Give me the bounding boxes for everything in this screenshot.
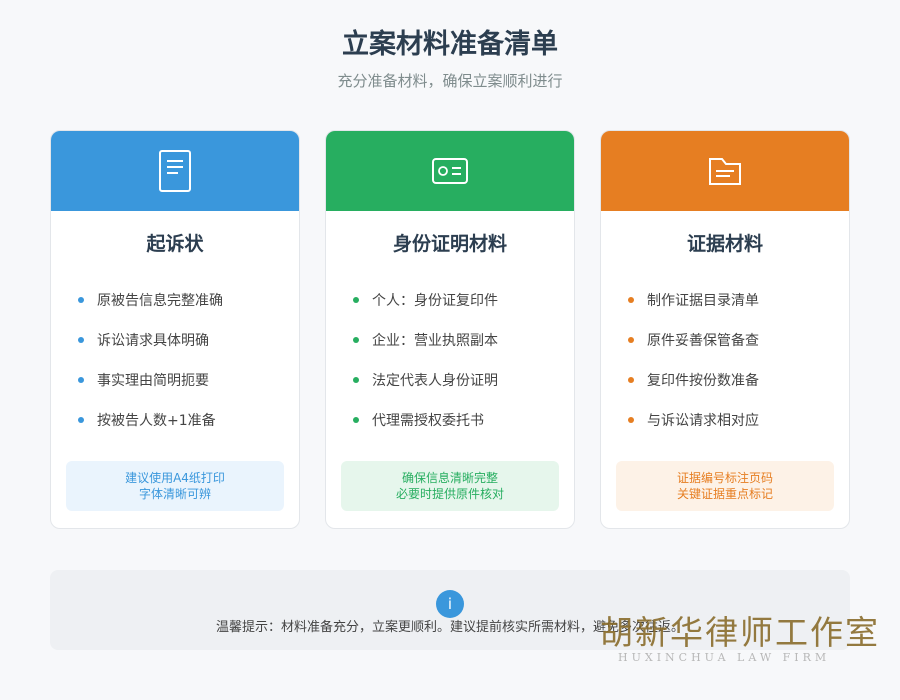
card-identity: 身份证明材料 个人：身份证复印件 企业：营业执照副本 法定代表人身份证明 代理需… bbox=[325, 130, 575, 529]
card-title: 起诉状 bbox=[146, 233, 204, 255]
bullet-icon bbox=[628, 337, 634, 343]
folder-icon bbox=[709, 158, 741, 185]
bullet-icon bbox=[78, 377, 84, 383]
list-item: 企业：营业执照副本 bbox=[353, 320, 574, 360]
card-header bbox=[601, 131, 849, 211]
tip-line: 建议使用A4纸打印 bbox=[125, 471, 225, 485]
item-text: 法定代表人身份证明 bbox=[372, 373, 498, 389]
tip-line: 必要时提供原件核对 bbox=[395, 487, 504, 501]
item-text: 代理需授权委托书 bbox=[372, 413, 484, 429]
watermark-logo: 胡新华律师工作室 bbox=[600, 613, 880, 652]
card-header bbox=[51, 131, 299, 211]
bullet-icon bbox=[78, 417, 84, 423]
card-header bbox=[326, 131, 574, 211]
card-tip: 证据编号标注页码关键证据重点标记 bbox=[616, 461, 834, 511]
card-evidence: 证据材料 制作证据目录清单 原件妥善保管备查 复印件按份数准备 与诉讼请求相对应… bbox=[600, 130, 850, 529]
card-tip: 确保信息清晰完整必要时提供原件核对 bbox=[341, 461, 559, 511]
list-item: 原被告信息完整准确 bbox=[78, 280, 299, 320]
tip-line: 关键证据重点标记 bbox=[676, 487, 773, 501]
bullet-icon bbox=[628, 377, 634, 383]
tip-line: 字体清晰可辨 bbox=[138, 487, 211, 501]
list-item: 按被告人数+1准备 bbox=[78, 400, 299, 440]
list-item: 诉讼请求具体明确 bbox=[78, 320, 299, 360]
tip-line: 证据编号标注页码 bbox=[676, 471, 773, 485]
info-icon: i bbox=[436, 590, 464, 618]
watermark-english: HUXINCHUA LAW FIRM bbox=[618, 651, 831, 664]
id-card-icon bbox=[432, 158, 468, 184]
bullet-icon bbox=[628, 297, 634, 303]
bullet-icon bbox=[353, 337, 359, 343]
item-text: 事实理由简明扼要 bbox=[97, 373, 209, 389]
item-text: 企业：营业执照副本 bbox=[372, 333, 498, 349]
page-subtitle: 充分准备材料，确保立案顺利进行 bbox=[337, 72, 563, 90]
document-icon bbox=[159, 150, 191, 192]
list-item: 个人：身份证复印件 bbox=[353, 280, 574, 320]
reminder-text: 温馨提示：材料准备充分，立案更顺利。建议提前核实所需材料，避免多次往返。 bbox=[215, 620, 684, 635]
card-complaint: 起诉状 原被告信息完整准确 诉讼请求具体明确 事实理由简明扼要 按被告人数+1准… bbox=[50, 130, 300, 529]
list-item: 与诉讼请求相对应 bbox=[628, 400, 849, 440]
item-text: 原件妥善保管备查 bbox=[647, 333, 759, 349]
list-item: 法定代表人身份证明 bbox=[353, 360, 574, 400]
list-item: 复印件按份数准备 bbox=[628, 360, 849, 400]
list-item: 代理需授权委托书 bbox=[353, 400, 574, 440]
bullet-icon bbox=[353, 417, 359, 423]
bullet-icon bbox=[78, 337, 84, 343]
list-item: 事实理由简明扼要 bbox=[78, 360, 299, 400]
item-text: 个人：身份证复印件 bbox=[372, 293, 498, 309]
bullet-icon bbox=[78, 297, 84, 303]
page-title: 立案材料准备清单 bbox=[342, 29, 558, 60]
item-text: 与诉讼请求相对应 bbox=[647, 413, 759, 429]
item-text: 制作证据目录清单 bbox=[647, 293, 759, 309]
card-title: 身份证明材料 bbox=[392, 233, 507, 255]
card-title: 证据材料 bbox=[686, 233, 763, 255]
item-text: 原被告信息完整准确 bbox=[97, 293, 223, 309]
list-item: 原件妥善保管备查 bbox=[628, 320, 849, 360]
bullet-icon bbox=[353, 377, 359, 383]
item-text: 按被告人数+1准备 bbox=[97, 413, 216, 429]
bullet-icon bbox=[628, 417, 634, 423]
item-text: 诉讼请求具体明确 bbox=[97, 333, 209, 349]
item-text: 复印件按份数准备 bbox=[647, 373, 759, 389]
list-item: 制作证据目录清单 bbox=[628, 280, 849, 320]
tip-line: 确保信息清晰完整 bbox=[401, 471, 498, 485]
card-tip: 建议使用A4纸打印字体清晰可辨 bbox=[66, 461, 284, 511]
bullet-icon bbox=[353, 297, 359, 303]
